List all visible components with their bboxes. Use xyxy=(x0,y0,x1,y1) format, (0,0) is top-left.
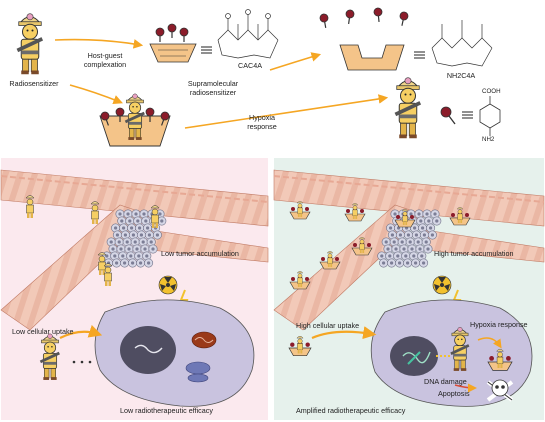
cac4a-host-icon xyxy=(149,23,197,63)
arrow-hypoxia-response xyxy=(184,94,389,129)
right-vessel-top xyxy=(273,169,545,227)
released-soldier-icon xyxy=(393,77,422,139)
nh2c4a-host-icon xyxy=(339,44,405,71)
label-host-guest: Host-guest complexation xyxy=(83,51,127,69)
label-low-uptake: Low cellular uptake xyxy=(12,327,74,336)
label-cac4a: CAC4A xyxy=(238,61,262,70)
arrow-to-supramolecular xyxy=(69,84,123,105)
tumor-cell xyxy=(402,258,413,268)
tumor-cell xyxy=(386,258,397,268)
top-section xyxy=(15,7,501,147)
tumor-cell xyxy=(157,216,167,226)
tumor-cell xyxy=(394,258,405,268)
skull-crossbones-icon xyxy=(486,379,514,402)
label-low-efficacy: Low radiotherapeutic efficacy xyxy=(120,406,213,415)
label-hypoxia-response: Hypoxia response xyxy=(470,320,528,329)
arrow-to-released-host xyxy=(269,52,322,71)
tumor-cell xyxy=(127,258,138,268)
label-low-tumor: Low tumor accumulation xyxy=(161,249,239,258)
label-high-tumor: High tumor accumulation xyxy=(434,249,514,258)
equals-sign-1 xyxy=(201,46,212,54)
label-nh2c4a: NH2C4A xyxy=(446,71,476,80)
label-amplified-efficacy: Amplified radiotherapeutic efficacy xyxy=(296,406,406,415)
right-radiation-icon xyxy=(432,275,452,295)
left-vessel-top xyxy=(0,169,269,227)
label-radiosensitizer: Radiosensitizer xyxy=(9,79,59,88)
radiosensitizer-soldier-icon xyxy=(15,13,44,75)
left-radiation-icon xyxy=(158,275,178,295)
label-high-uptake: High cellular uptake xyxy=(296,321,360,330)
tumor-cell xyxy=(423,244,433,254)
tumor-cell xyxy=(143,258,154,268)
label-hypoxia-response-top: Hypoxia response xyxy=(247,113,277,131)
tumor-cell xyxy=(410,258,421,268)
ellipsis-dots xyxy=(72,360,92,364)
nh2c4a-structure-icon xyxy=(431,20,493,67)
tumor-cell xyxy=(135,258,146,268)
label-cooh: COOH xyxy=(482,88,501,95)
left-panel xyxy=(0,158,269,420)
cac4a-structure-icon xyxy=(217,9,279,59)
equals-sign-2 xyxy=(414,51,425,59)
aminobenzoic-acid-structure-icon xyxy=(479,96,501,136)
label-apoptosis: Apoptosis xyxy=(438,389,470,398)
left-er xyxy=(185,361,211,375)
tumor-cell xyxy=(378,258,389,268)
tumor-cell xyxy=(148,244,158,254)
tumor-cell xyxy=(427,230,438,240)
tumor-cell xyxy=(111,258,122,268)
tumor-cell xyxy=(432,216,442,226)
label-supramolecular: Supramolecular radiosensitizer xyxy=(187,79,239,97)
label-nh2: NH2 xyxy=(482,136,495,143)
tumor-cell xyxy=(119,258,130,268)
arrow-to-cac4a xyxy=(54,38,144,49)
tumor-cell xyxy=(418,258,429,268)
right-panel xyxy=(273,158,545,420)
label-dna-damage: DNA damage xyxy=(424,377,467,386)
tumor-cell xyxy=(152,230,163,240)
equals-sign-3 xyxy=(462,111,473,119)
released-guest-pins-icon xyxy=(318,7,410,30)
supramolecular-radiosensitizer-icon xyxy=(99,93,171,147)
guest-molecule-icon xyxy=(440,106,456,125)
